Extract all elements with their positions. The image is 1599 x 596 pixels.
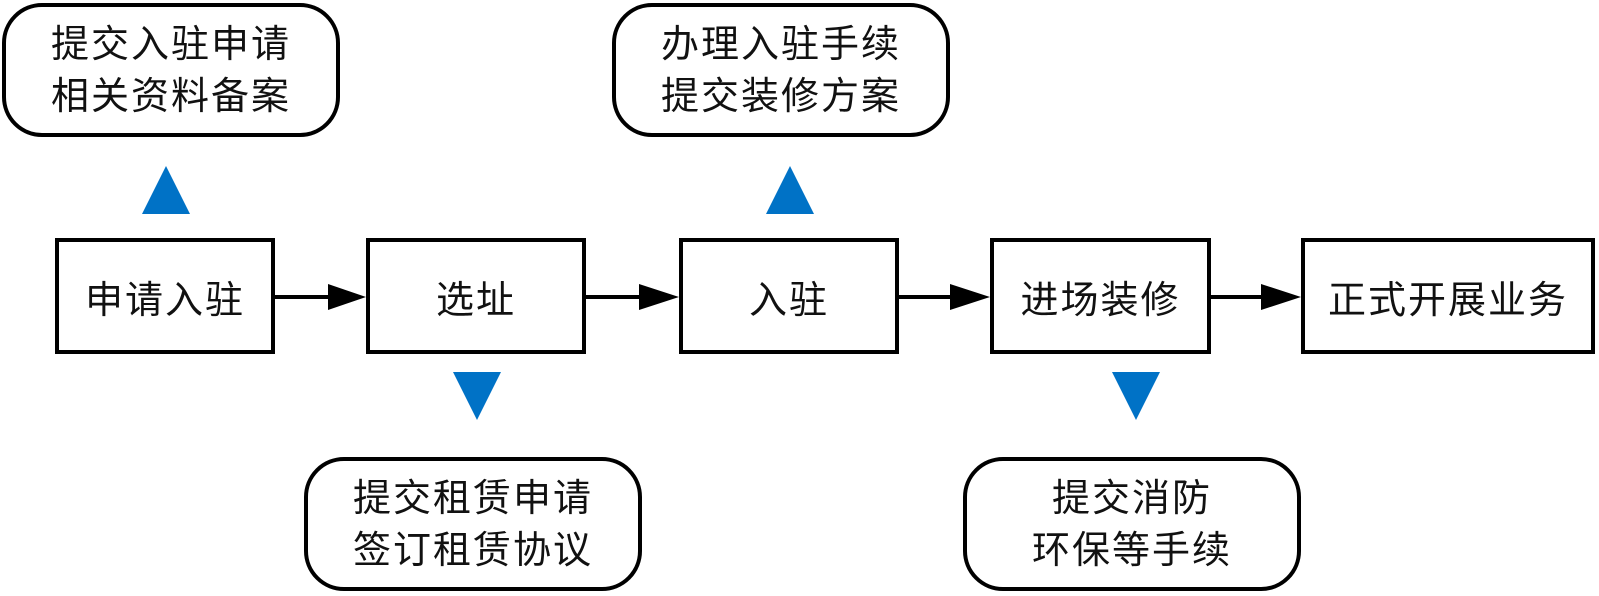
step-label: 入驻 — [748, 277, 829, 322]
arrow-1-to-2 — [275, 284, 366, 310]
step-start-business: 正式开展业务 — [1301, 238, 1595, 354]
note-apply-entry: 提交入驻申请 相关资料备案 — [2, 3, 340, 137]
note-line: 签订租赁协议 — [352, 528, 593, 572]
step-label: 进场装修 — [1020, 277, 1181, 322]
step-renovation: 进场装修 — [990, 238, 1211, 354]
note-site-selection: 提交租赁申请 签订租赁协议 — [304, 457, 642, 591]
note-line: 提交租赁申请 — [352, 476, 593, 520]
note-line: 环保等手续 — [1031, 528, 1232, 572]
step-apply-entry: 申请入驻 — [55, 238, 275, 354]
step-site-selection: 选址 — [366, 238, 586, 354]
triangle-down-icon — [453, 372, 501, 420]
step-move-in: 入驻 — [679, 238, 899, 354]
note-renovation: 提交消防 环保等手续 — [963, 457, 1301, 591]
triangle-down-icon — [1112, 372, 1160, 420]
arrow-3-to-4 — [899, 284, 990, 310]
triangle-up-icon — [142, 166, 190, 214]
step-label: 申请入驻 — [84, 277, 245, 322]
step-label: 正式开展业务 — [1327, 277, 1568, 322]
arrow-2-to-3 — [586, 284, 679, 310]
note-move-in: 办理入驻手续 提交装修方案 — [612, 3, 950, 137]
triangle-up-icon — [766, 166, 814, 214]
arrow-4-to-5 — [1211, 284, 1301, 310]
note-line: 提交装修方案 — [660, 74, 901, 118]
note-line: 提交入驻申请 — [50, 22, 291, 66]
note-line: 办理入驻手续 — [660, 22, 901, 66]
step-label: 选址 — [435, 277, 516, 322]
note-line: 相关资料备案 — [50, 74, 291, 118]
note-line: 提交消防 — [1051, 476, 1212, 520]
